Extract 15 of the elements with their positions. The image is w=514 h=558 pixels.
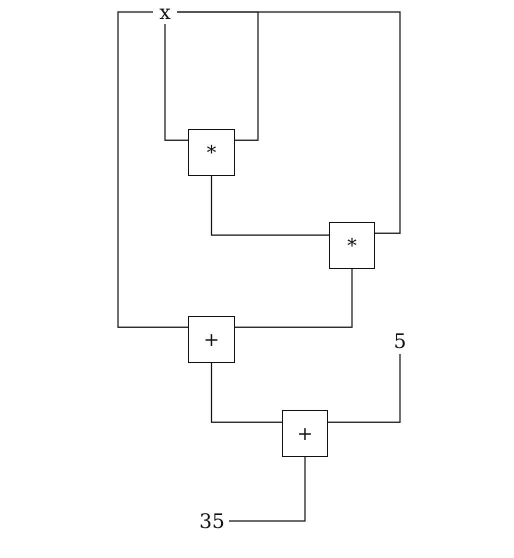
connector-line xyxy=(164,24,188,141)
operator-box: * xyxy=(188,129,235,176)
connector-line xyxy=(235,269,353,328)
connector-line xyxy=(229,457,306,522)
operator-box: * xyxy=(329,222,375,269)
variable-label: x xyxy=(159,0,171,24)
connector-line xyxy=(328,354,401,423)
operator-box: + xyxy=(188,316,235,363)
connector-line xyxy=(117,11,188,328)
connector-line xyxy=(177,11,401,234)
constant-label: 35 xyxy=(199,509,225,533)
connector-line xyxy=(210,363,282,423)
operator-box: + xyxy=(282,410,328,457)
constant-label: 5 xyxy=(394,329,406,353)
connector-line xyxy=(210,176,329,236)
